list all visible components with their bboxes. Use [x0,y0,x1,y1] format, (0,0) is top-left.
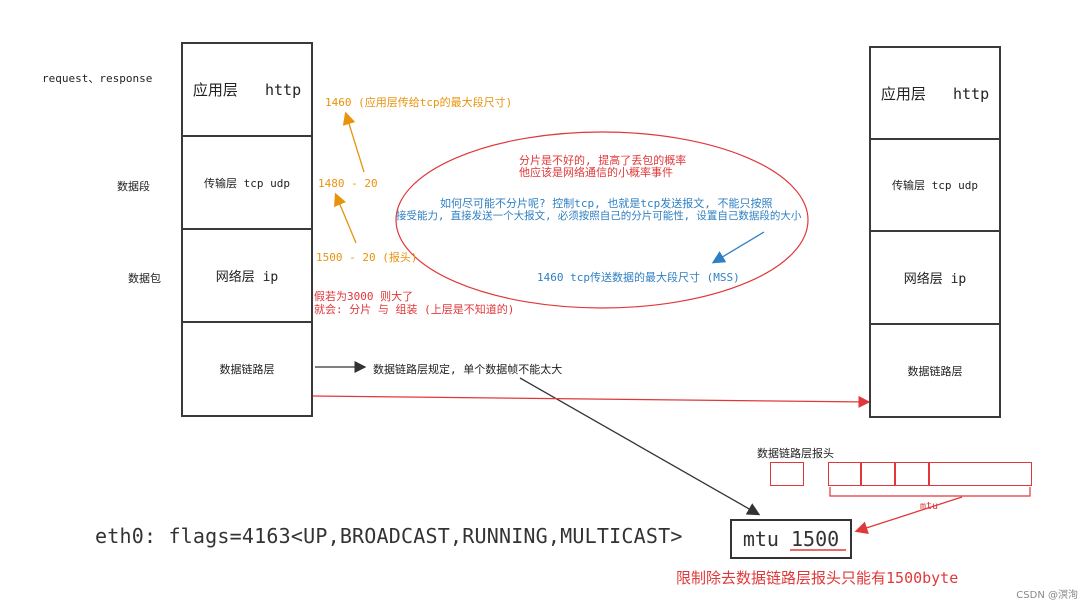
packet-label: 数据包 [128,272,161,285]
segment-label: 数据段 [117,180,150,193]
fragment-note-line1: 假若为3000 则大了 [314,290,414,303]
ellipse-red-line1: 分片是不好的, 提高了丢包的概率 [519,154,687,167]
limit-note: 限制除去数据链路层报头只能有1500byte [676,569,959,587]
right-transport-layer: 传输层 tcp udp [871,140,999,232]
arrow-left-to-right-link [312,395,871,408]
arrow-transport-to-app [342,111,365,173]
arrow-network-to-transport [334,192,357,244]
link-header-label: 数据链路层报头 [757,447,834,460]
right-protocol-stack: 应用层 http 传输层 tcp udp 网络层 ip 数据链路层 [869,46,1001,418]
ellipse-red-line2: 他应该是网络通信的小概率事件 [519,166,673,179]
left-link-layer: 数据链路层 [219,363,275,376]
link-header-box [770,462,804,486]
left-network-layer: 网络层 ip [183,230,311,323]
left-protocol-stack: 应用层 http 传输层 tcp udp 网络层 ip 数据链路层 [181,42,313,417]
right-network-layer: 网络层 ip [871,232,999,325]
left-transport-layer: 传输层 tcp udp [183,137,311,230]
mtu-brace [829,487,1031,497]
ifconfig-flags-text: eth0: flags=4163<UP,BROADCAST,RUNNING,MU… [95,524,683,548]
mss-label: 1460 tcp传送数据的最大段尺寸 (MSS) [537,271,740,284]
payload-box-1 [828,462,861,486]
left-app-layer: 应用层 http [183,44,311,137]
payload-box-2 [861,462,895,486]
network-size-label: 1500 - 20 (报头) [316,251,418,264]
note-ellipse [395,131,809,309]
right-link-layer: 数据链路层 [907,364,963,378]
app-size-label: 1460 (应用层传给tcp的最大段尺寸) [325,96,513,109]
right-app-layer: 应用层 http [871,48,999,140]
link-layer-note: 数据链路层规定, 单个数据帧不能太大 [373,363,563,376]
arrow-to-mtu-box [519,377,761,516]
ellipse-blue-line2: 接受能力, 直接发送一个大报文, 必须按照自己的分片可能性, 设置自己数据段的大… [396,210,802,222]
ellipse-blue-line1: 如何尽可能不分片呢? 控制tcp, 也就是tcp发送报文, 不能只按照 [440,197,773,210]
payload-box-4 [929,462,1032,486]
mtu-brace-label: mtu [920,501,939,512]
payload-box-3 [895,462,929,486]
arrow-mss [711,231,765,264]
request-response-label: request、response [42,72,153,85]
transport-size-label: 1480 - 20 [318,177,378,190]
fragment-note-line2: 就会: 分片 与 组装 (上层是不知道的) [314,303,515,316]
watermark: CSDN @溟洵 [1016,590,1078,601]
mtu-value-box: mtu 1500 [730,519,852,559]
arrow-mtu-brace [854,496,963,534]
